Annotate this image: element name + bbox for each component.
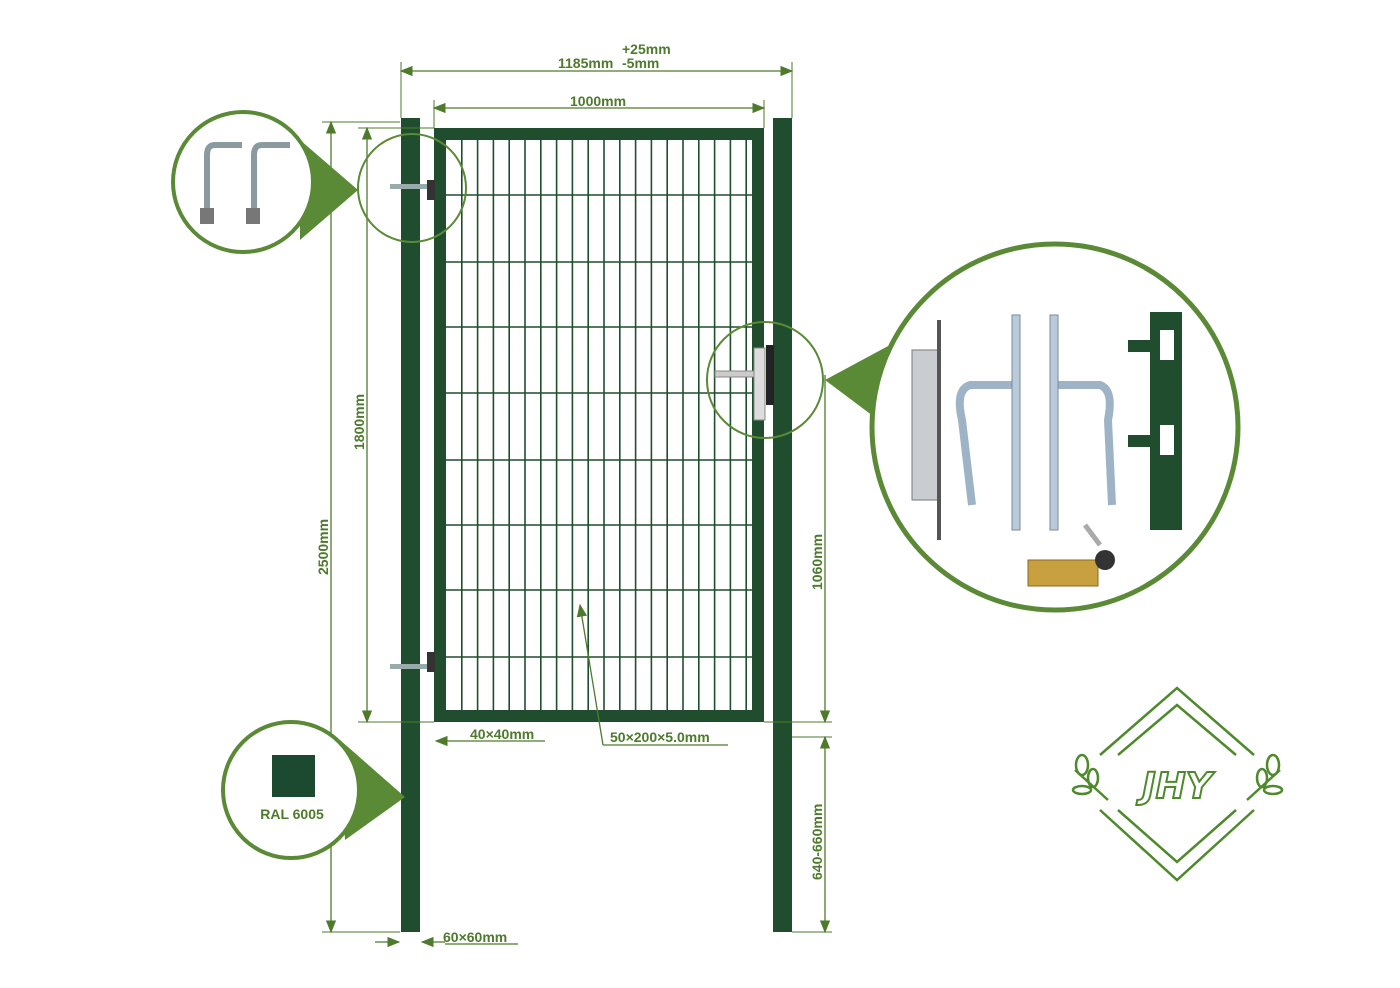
post-height-label: 2500mm bbox=[315, 519, 331, 575]
lock-body-icon bbox=[911, 320, 941, 540]
logo-text: JHY bbox=[1136, 766, 1216, 807]
mesh-spec-label: 50×200×5.0mm bbox=[610, 729, 710, 745]
color-callout: RAL 6005 bbox=[221, 720, 405, 860]
gate-height-label: 1800mm bbox=[351, 394, 367, 450]
left-post bbox=[401, 118, 420, 932]
jhy-logo: JHY bbox=[1071, 686, 1284, 882]
post-profile-label: 60×60mm bbox=[443, 929, 507, 945]
cylinder-key-icon bbox=[1027, 523, 1115, 587]
hinge-bottom bbox=[390, 652, 435, 672]
overall-width-label: 1185mm bbox=[558, 55, 613, 71]
strike-plate-icon bbox=[1128, 312, 1182, 530]
tolerance-minus-label: -5mm bbox=[622, 55, 659, 71]
leaf-left-icon bbox=[1071, 753, 1109, 801]
color-swatch bbox=[272, 755, 315, 797]
door-handle-icon bbox=[955, 381, 1116, 506]
hinge-callout bbox=[171, 110, 467, 254]
post-depth-label: 640-660mm bbox=[809, 804, 825, 880]
tolerance-plus-label: +25mm bbox=[622, 41, 671, 57]
frame-profile-label: 40×40mm bbox=[470, 726, 534, 742]
gate-frame bbox=[434, 128, 764, 722]
hinge-bolt-icon bbox=[204, 142, 290, 215]
lock-height-label: 1060mm bbox=[809, 534, 825, 590]
gate-mesh bbox=[446, 140, 752, 710]
leaf-right-icon bbox=[1246, 753, 1284, 801]
gate-width-label: 1000mm bbox=[570, 93, 626, 109]
ral-label: RAL 6005 bbox=[260, 806, 324, 822]
right-post bbox=[773, 118, 792, 932]
hinge-top bbox=[390, 180, 435, 200]
lock-callout bbox=[706, 241, 1241, 613]
lock-handle bbox=[714, 345, 774, 421]
